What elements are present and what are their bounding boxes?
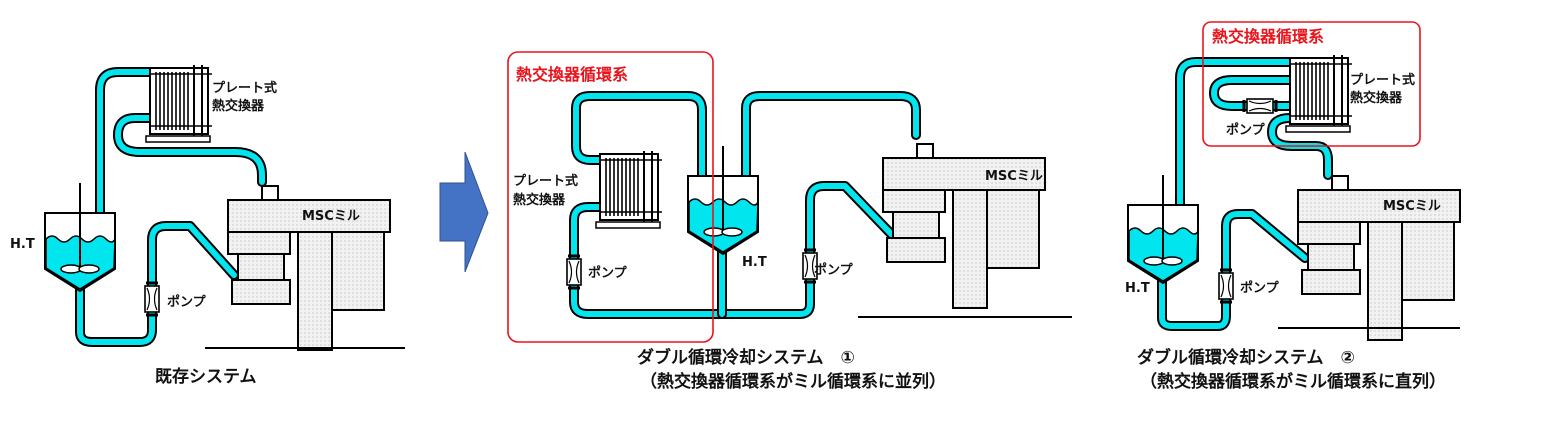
tank-label: H.T (742, 255, 767, 270)
panel-double-series: 熱交換器循環系 プレート式 熱交換器 ポンプ H.T ポンプ MSCミル ダブル… (1125, 21, 1461, 392)
heat-exchanger-label-2: 熱交換器 (212, 98, 265, 114)
heat-exchanger-label-1: プレート式 (212, 80, 277, 96)
pump-mill-label: ポンプ (814, 262, 854, 278)
pump-label: ポンプ (167, 294, 207, 310)
pump (143, 281, 161, 317)
pipes (1157, 57, 1333, 331)
mill-label: MSCミル (302, 209, 360, 224)
caption-line-2: （熱交換器循環系がミル循環系に直列） (1140, 371, 1446, 392)
panel-existing: プレート式 熱交換器 H.T ポンプ MSCミル 既存システム (10, 64, 405, 387)
caption-line-2: （熱交換器循環系がミル循環系に並列） (640, 371, 946, 392)
pump-hx-label: ポンプ (588, 265, 628, 281)
pipes (75, 67, 267, 347)
highlight-label: 熱交換器循環系 (516, 65, 628, 84)
pipes (569, 91, 921, 319)
pump-hx-loop (565, 254, 583, 290)
highlight-label: 熱交換器循環系 (1212, 27, 1324, 46)
tank-label: H.T (1125, 281, 1150, 296)
heat-exchanger-label-2: 熱交換器 (1350, 90, 1403, 106)
heat-exchanger-label-1: プレート式 (1350, 72, 1415, 88)
pump-mill-loop (1217, 268, 1235, 304)
tank-label: H.T (10, 237, 35, 252)
mill-label: MSCミル (1383, 199, 1441, 214)
plate-heat-exchanger (595, 150, 663, 229)
mill-label: MSCミル (985, 169, 1043, 184)
heat-exchanger-label-1: プレート式 (513, 173, 578, 189)
panel-double-parallel: 熱交換器循環系 プレート式 熱交換器 ポンプ H.T ポンプ MSCミル ダブル… (507, 51, 1072, 392)
plate-heat-exchanger (1285, 54, 1353, 133)
pump-hx-loop (1242, 97, 1278, 115)
caption-line-1: ダブル循環冷却システム ① (637, 347, 855, 368)
pump-mill-label: ポンプ (1240, 280, 1280, 296)
caption-existing: 既存システム (155, 366, 257, 387)
holding-tank (1127, 174, 1199, 284)
heat-exchanger-label-2: 熱交換器 (513, 192, 566, 208)
pump-hx-label: ポンプ (1226, 122, 1266, 138)
heat-exchanger-loop-highlight (1202, 21, 1421, 147)
right-arrow-icon (439, 151, 489, 273)
caption-line-1: ダブル循環冷却システム ② (1137, 347, 1355, 368)
plate-heat-exchanger (145, 64, 213, 143)
heat-exchanger-loop-highlight (507, 51, 714, 343)
